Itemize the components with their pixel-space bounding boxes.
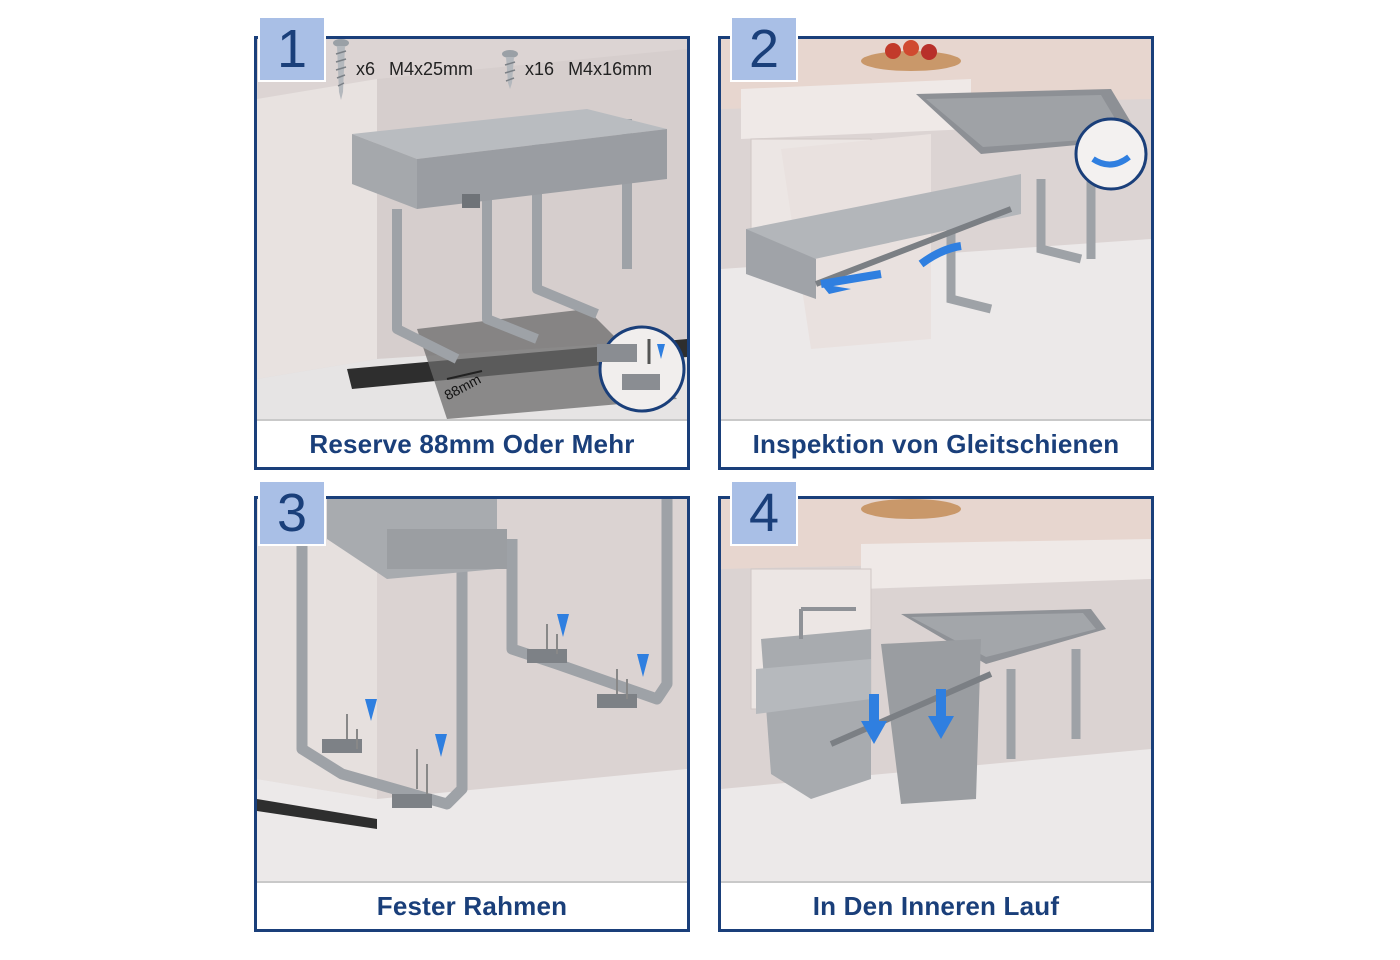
step-2-caption: Inspektion von Gleitschienen <box>752 428 1120 459</box>
step-3-number: 3 <box>276 483 308 543</box>
step-2-caption-bar: Inspektion von Gleitschienen <box>721 419 1151 467</box>
screw-size-long: M4x25mm <box>389 58 474 79</box>
step-1-illustration <box>257 39 687 419</box>
screw-size-short: M4x16mm <box>568 58 653 79</box>
step-panel-1: 88mm Reserve 88mm Oder Mehr <box>254 36 690 470</box>
step-3-illustration <box>257 499 687 881</box>
step-1-badge: 1 <box>258 16 326 82</box>
step-3-caption: Fester Rahmen <box>376 890 568 921</box>
step-panel-2: Inspektion von Gleitschienen <box>718 36 1154 470</box>
screw-icon <box>333 39 349 100</box>
step-panel-4: In Den Inneren Lauf <box>718 496 1154 932</box>
screw-icon <box>502 50 519 89</box>
step-3-badge: 3 <box>258 480 326 546</box>
screw-spec-row: x6 M4x25mm x16 M4x16mm <box>332 38 652 100</box>
step-1-number: 1 <box>276 19 308 79</box>
screw-qty-long: x6 <box>356 58 376 79</box>
step-2-illustration <box>721 39 1151 419</box>
screw-spec-long: x6 M4x25mm <box>332 38 473 100</box>
step-3-caption-bar: Fester Rahmen <box>257 881 687 929</box>
step-4-number: 4 <box>748 483 780 543</box>
screw-spec-short: x16 M4x16mm <box>501 49 652 89</box>
step-2-badge: 2 <box>730 16 798 82</box>
step-1-caption-bar: Reserve 88mm Oder Mehr <box>257 419 687 467</box>
step-2-number: 2 <box>748 19 780 79</box>
step-4-illustration <box>721 499 1151 881</box>
step-4-caption-bar: In Den Inneren Lauf <box>721 881 1151 929</box>
step-4-caption: In Den Inneren Lauf <box>812 890 1060 921</box>
screw-qty-short: x16 <box>525 58 555 79</box>
step-4-badge: 4 <box>730 480 798 546</box>
step-1-caption: Reserve 88mm Oder Mehr <box>309 428 635 459</box>
step-panel-3: Fester Rahmen <box>254 496 690 932</box>
